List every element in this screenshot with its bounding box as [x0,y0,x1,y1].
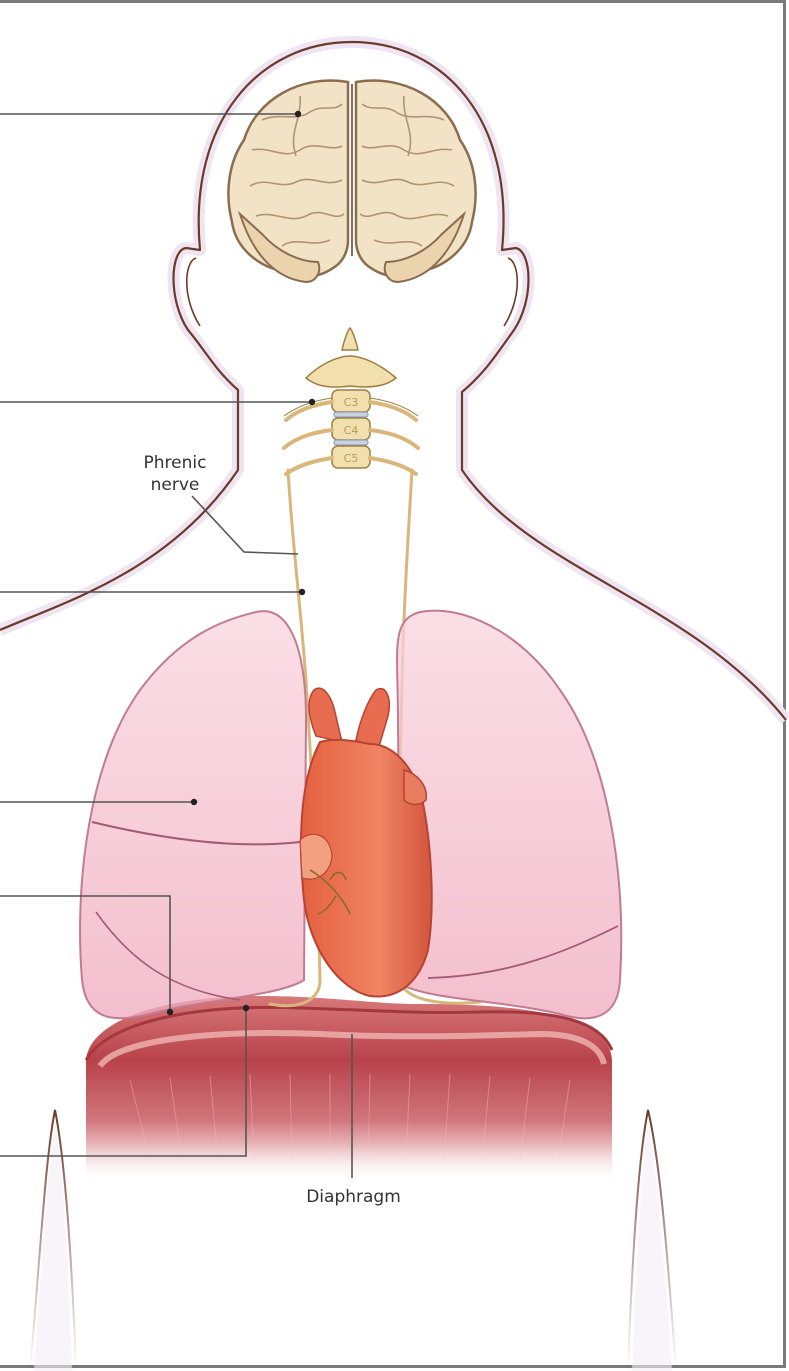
diaphragm [80,996,620,1190]
superior-vena-cava [309,688,342,742]
dens-process [342,328,358,350]
right-lung [80,611,306,1018]
vertebra-labels: C3 C4 C5 [344,396,359,465]
aortic-arch [356,689,389,750]
phrenic-nerve-label-line1: Phrenic [128,452,222,474]
vertebra-label-c4: C4 [344,424,359,437]
vertebra-label-c5: C5 [344,452,359,465]
dot-nerve-path [299,589,305,595]
diaphragm-fade [80,1120,620,1190]
vertebra-c2 [306,356,396,387]
cervical-spine: C3 C4 C5 [284,328,418,474]
brain-left-hemisphere [228,81,348,277]
left-ear-detail [187,258,200,326]
brain-right-hemisphere [356,81,476,277]
diaphragm-label: Diaphragm [296,1186,411,1208]
dot-diaphragm-nerve-ending [243,1005,249,1011]
dot-brain [295,111,301,117]
left-lung [397,611,621,1019]
phrenic-nerve-label: Phrenic nerve [128,452,222,496]
vertebra-label-c3: C3 [344,396,359,409]
phrenic-nerve-label-line2: nerve [128,474,222,496]
dot-spinal-cord [309,399,315,405]
dot-pleura [167,1009,173,1015]
dot-lung [191,799,197,805]
brain [228,81,475,282]
